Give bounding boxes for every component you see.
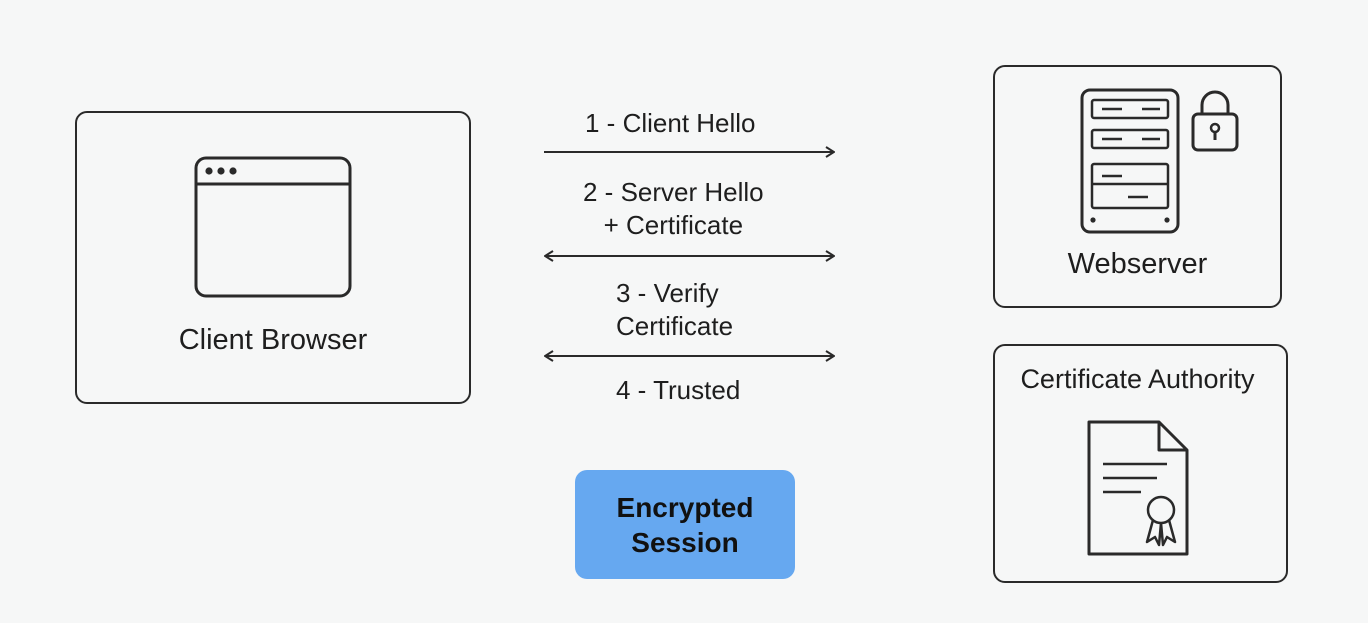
certificate-document-icon — [1087, 420, 1189, 556]
webserver-node — [993, 65, 1282, 308]
step-1-label: 1 - Client Hello — [585, 107, 756, 140]
server-rack-icon — [1080, 88, 1180, 234]
certificate-authority-node — [993, 344, 1288, 583]
certificate-authority-label: Certificate Authority — [1020, 364, 1255, 394]
step-3-label: 3 - Verify Certificate — [616, 277, 733, 343]
padlock-icon — [1191, 90, 1239, 152]
client-browser-label: Client Browser — [178, 324, 368, 356]
step-1-line1: 1 - Client Hello — [585, 108, 756, 138]
session-line2: Session — [631, 526, 739, 558]
step-4-label: 4 - Trusted — [616, 374, 740, 407]
step-2-label: 2 - Server Hello + Certificate — [583, 176, 764, 242]
step-2-line1: 2 - Server Hello — [583, 177, 764, 207]
step-2-line2: + Certificate — [603, 210, 744, 240]
browser-window-icon — [194, 156, 352, 298]
step-4-line1: 4 - Trusted — [616, 375, 741, 405]
webserver-label: Webserver — [1067, 248, 1208, 280]
step-3-line1: 3 - Verify — [616, 278, 719, 308]
client-browser-node — [75, 111, 471, 404]
encrypted-session-badge: Encrypted Session — [575, 470, 795, 579]
step-3-line2: Certificate — [616, 311, 734, 341]
session-line1: Encrypted — [616, 491, 754, 523]
